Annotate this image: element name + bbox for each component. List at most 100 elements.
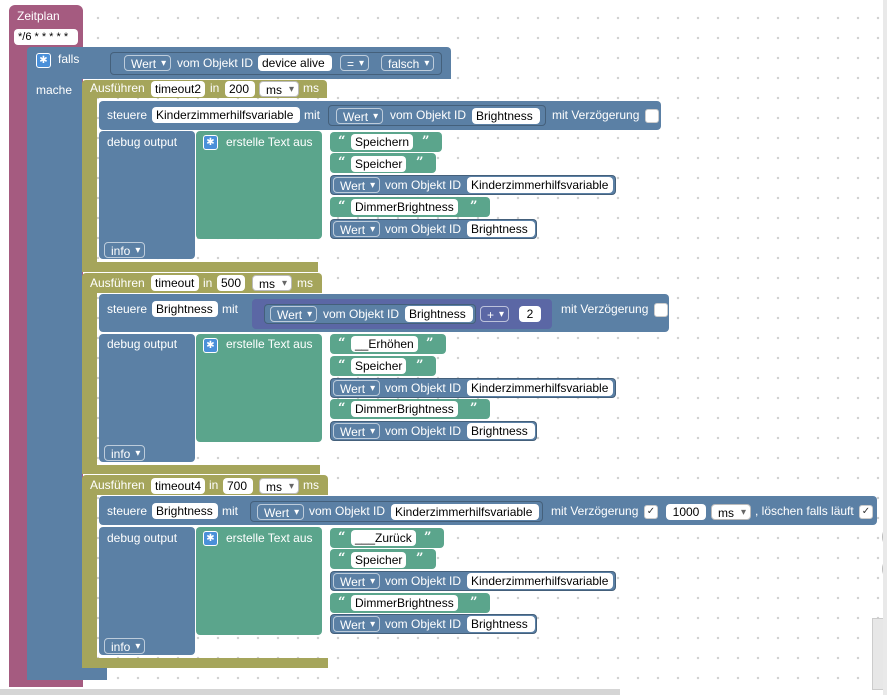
timeout-block-2-footer xyxy=(82,465,320,474)
text-3b-quote-open: “ xyxy=(338,551,346,566)
control-1-src-field[interactable]: Brightness xyxy=(472,108,540,124)
timeout-1-unit-label: ms xyxy=(303,81,319,95)
timeout-1-name-field[interactable]: timeout2 xyxy=(151,81,205,97)
text-3c-quote-close: ” xyxy=(470,595,478,610)
control-2-wert-dropdown[interactable]: Wert xyxy=(270,306,318,323)
control-3-clear-label: , löschen falls läuft xyxy=(755,504,854,518)
debug-3-level-dropdown[interactable]: info xyxy=(104,638,146,655)
text-1c-quote-close: ” xyxy=(470,199,478,214)
control-2-delay-label: mit Verzögerung xyxy=(561,302,649,316)
timeout-3-name-field[interactable]: timeout4 xyxy=(151,478,205,494)
cond-operator-dropdown[interactable]: = xyxy=(340,55,370,72)
schedule-label: Zeitplan xyxy=(17,9,60,23)
debug-2-level-dropdown[interactable]: info xyxy=(104,445,146,462)
text-join-3-gear-icon[interactable]: ✱ xyxy=(203,531,218,546)
text-3-object-field-a[interactable]: Kinderzimmerhilfsvariable xyxy=(467,573,613,589)
timeout-3-in-label: in xyxy=(209,478,219,492)
if-falls-label: falls xyxy=(58,52,80,66)
control-3-object-field[interactable]: Brightness xyxy=(152,503,218,519)
timeout-2-name-field[interactable]: timeout xyxy=(151,275,199,291)
text-1-quote-open: “ xyxy=(338,134,346,149)
text-3-dimmer-field[interactable]: DimmerBrightness xyxy=(351,595,458,611)
cond-value-dropdown[interactable]: Wert xyxy=(124,55,172,72)
debug-2-label: debug output xyxy=(107,337,178,351)
text-2-object-field-b[interactable]: Brightness xyxy=(467,423,535,439)
control-2-number-field[interactable]: 2 xyxy=(519,306,541,322)
debug-block-2[interactable] xyxy=(99,334,195,462)
control-1-object-field[interactable]: Kinderzimmerhilfsvariable xyxy=(152,107,300,123)
text-2-wert-dropdown-b[interactable]: Wert xyxy=(333,423,381,440)
if-block-body-spine xyxy=(27,79,82,680)
text-1-quote-close: ” xyxy=(422,134,430,149)
text-2-speicher-field[interactable]: Speicher xyxy=(351,358,407,374)
text-3-zurueck-field[interactable]: ___Zurück xyxy=(351,530,416,546)
control-3-delay-value-field[interactable]: 1000 xyxy=(666,504,706,520)
text-3-wert-dropdown-a[interactable]: Wert xyxy=(333,573,381,590)
text-3-speicher-field[interactable]: Speicher xyxy=(351,552,407,568)
control-3-delay-unit-dropdown[interactable]: ms xyxy=(711,504,751,521)
text-3-wert-dropdown-b[interactable]: Wert xyxy=(333,616,381,633)
control-1-wert-dropdown[interactable]: Wert xyxy=(336,108,384,125)
text-3-quote-open: “ xyxy=(338,530,346,545)
text-2b-quote-open: “ xyxy=(338,358,346,373)
control-2-src-field[interactable]: Brightness xyxy=(405,306,473,322)
if-gear-icon[interactable]: ✱ xyxy=(36,53,51,68)
control-2-from-label: vom Objekt ID xyxy=(323,307,400,321)
control-3-src-field[interactable]: Kinderzimmerhilfsvariable xyxy=(391,504,539,520)
timeout-2-unit-dropdown[interactable]: ms xyxy=(252,275,292,292)
control-3-delay-check-icon[interactable]: ✓ xyxy=(644,505,658,519)
text-2-from-label-a: vom Objekt ID xyxy=(385,381,462,395)
timeout-1-unit-dropdown[interactable]: ms xyxy=(259,81,299,98)
text-1-speichern-field[interactable]: Speichern xyxy=(351,134,414,150)
text-2-wert-dropdown-a[interactable]: Wert xyxy=(333,380,381,397)
control-2-operator-dropdown[interactable]: + xyxy=(480,306,510,323)
control-3-delay-label: mit Verzögerung xyxy=(551,504,639,518)
text-1-from-label-b: vom Objekt ID xyxy=(385,222,462,236)
timeout-1-in-label: in xyxy=(210,81,220,95)
timeout-block-1-footer xyxy=(82,262,318,272)
text-1-wert-dropdown-b[interactable]: Wert xyxy=(333,221,381,238)
text-1-object-field-b[interactable]: Brightness xyxy=(467,221,535,237)
text-2-erhoehen-field[interactable]: __Erhöhen xyxy=(351,336,418,352)
control-2-object-field[interactable]: Brightness xyxy=(152,301,218,317)
text-1-from-label-a: vom Objekt ID xyxy=(385,178,462,192)
text-2-quote-open: “ xyxy=(338,336,346,351)
text-2-from-label-b: vom Objekt ID xyxy=(385,424,462,438)
text-2b-quote-close: ” xyxy=(416,358,424,373)
horizontal-scrollbar[interactable] xyxy=(0,689,620,695)
timeout-2-in-label: in xyxy=(203,276,213,290)
control-3-from-label: vom Objekt ID xyxy=(309,504,386,518)
text-join-1-gear-icon[interactable]: ✱ xyxy=(203,135,218,150)
text-join-2-gear-icon[interactable]: ✱ xyxy=(203,338,218,353)
text-join-1-label: erstelle Text aus xyxy=(226,135,313,149)
cond-object-field[interactable]: device alive xyxy=(258,55,332,71)
timeout-3-value-field[interactable]: 700 xyxy=(223,478,253,494)
text-1-object-field-a[interactable]: Kinderzimmerhilfsvariable xyxy=(467,177,613,193)
cond-compare-dropdown[interactable]: falsch xyxy=(381,55,435,72)
timeout-2-value-field[interactable]: 500 xyxy=(217,275,245,291)
schedule-cron-field[interactable]: */6 * * * * * xyxy=(14,29,78,45)
text-2-dimmer-field[interactable]: DimmerBrightness xyxy=(351,401,458,417)
control-1-delay-checkbox[interactable] xyxy=(645,109,659,123)
timeout-3-unit-dropdown[interactable]: ms xyxy=(259,478,299,495)
text-1-dimmer-field[interactable]: DimmerBrightness xyxy=(351,199,458,215)
debug-block-3[interactable] xyxy=(99,527,195,655)
text-1-wert-dropdown-a[interactable]: Wert xyxy=(333,177,381,194)
debug-1-level-dropdown[interactable]: info xyxy=(104,242,146,259)
control-1-from-label: vom Objekt ID xyxy=(390,108,467,122)
text-2-object-field-a[interactable]: Kinderzimmerhilfsvariable xyxy=(467,380,613,396)
text-1c-quote-open: “ xyxy=(338,199,346,214)
debug-block-1[interactable] xyxy=(99,131,195,259)
timeout-1-value-field[interactable]: 200 xyxy=(225,81,255,97)
text-3-object-field-b[interactable]: Brightness xyxy=(467,616,535,632)
control-3-wert-dropdown[interactable]: Wert xyxy=(257,504,305,521)
text-2c-quote-open: “ xyxy=(338,401,346,416)
debug-1-label: debug output xyxy=(107,135,178,149)
vertical-scrollbar[interactable] xyxy=(883,0,887,695)
timeout-2-unit-label: ms xyxy=(297,276,313,290)
text-1b-quote-open: “ xyxy=(338,155,346,170)
control-2-delay-checkbox[interactable] xyxy=(654,303,668,317)
text-1-speicher-field[interactable]: Speicher xyxy=(351,156,407,172)
control-3-clear-check-icon[interactable]: ✓ xyxy=(859,505,873,519)
if-block-footer xyxy=(27,668,107,680)
